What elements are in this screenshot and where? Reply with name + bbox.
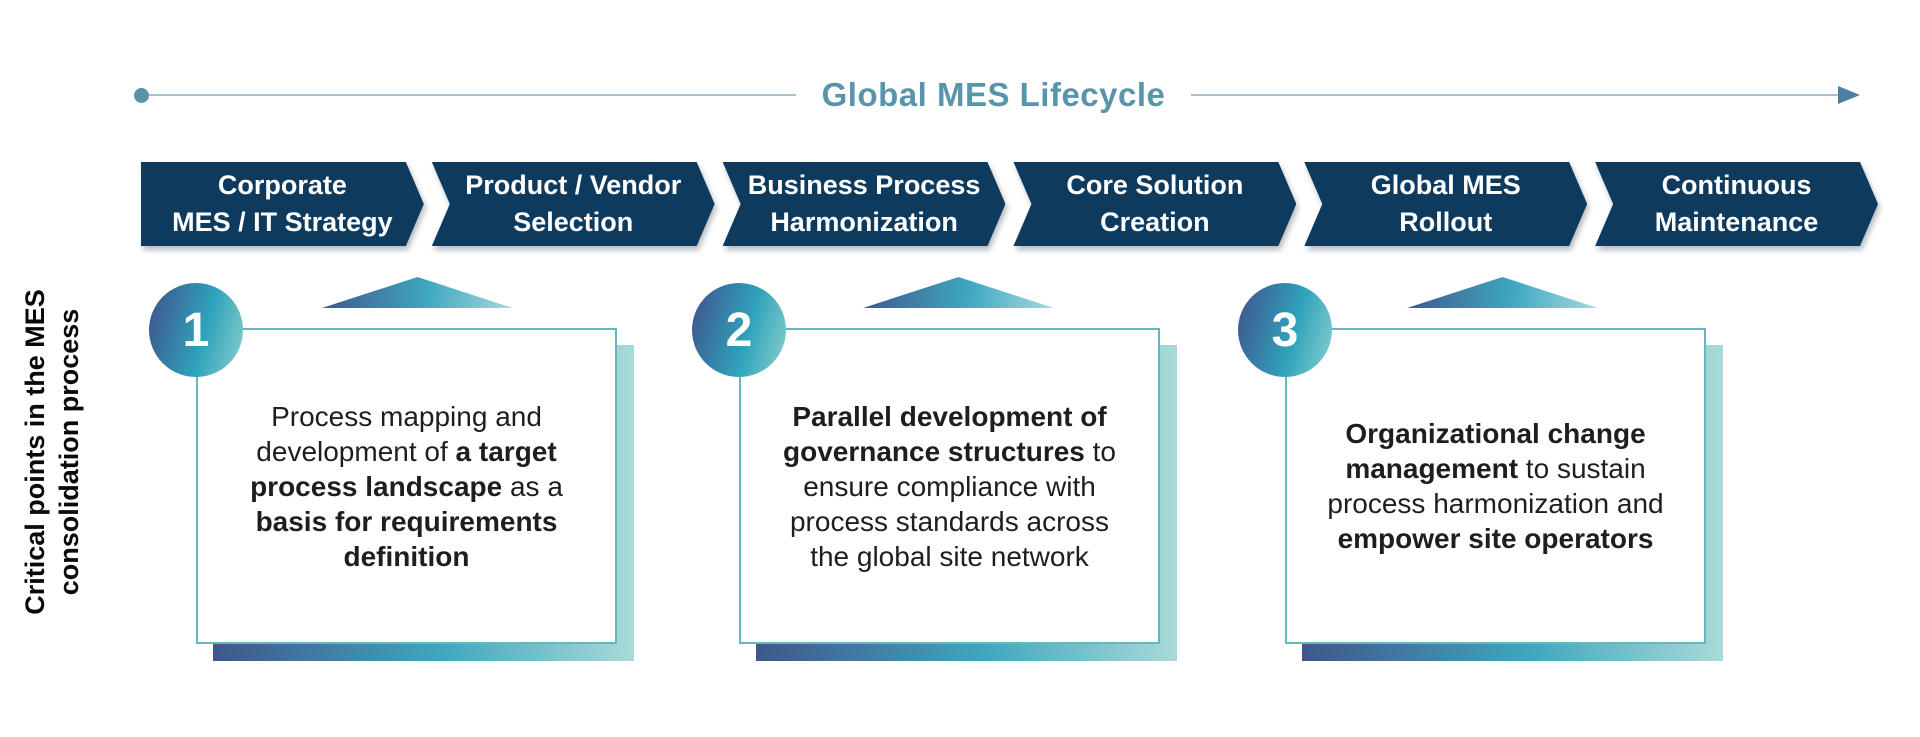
lifecycle-header: Global MES Lifecycle	[134, 76, 1860, 113]
diagram-title: Global MES Lifecycle	[821, 76, 1166, 113]
arrow-right-icon	[1838, 86, 1860, 104]
triangle-up-icon	[1407, 277, 1598, 308]
triangle-up-icon	[322, 277, 513, 308]
critical-point-badge-3: 3	[1238, 283, 1332, 377]
header-line-left	[149, 94, 796, 96]
header-line-right	[1191, 94, 1838, 96]
line-start-dot-icon	[134, 87, 149, 103]
critical-point-badge-2: 2	[692, 283, 786, 377]
triangle-up-icon	[863, 277, 1054, 308]
critical-point-badge-1: 1	[149, 283, 243, 377]
